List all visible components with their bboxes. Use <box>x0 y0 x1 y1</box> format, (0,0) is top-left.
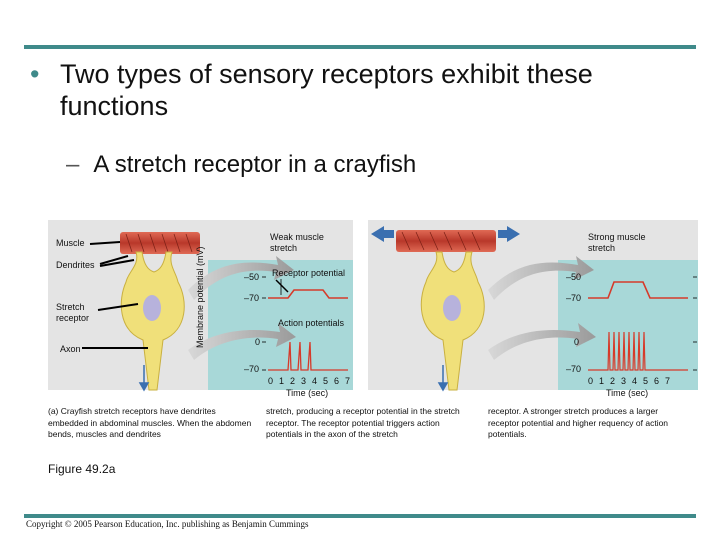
action-trace-weak <box>268 341 348 371</box>
tick-left-m70: –70 <box>244 293 260 303</box>
stretch-receptor-figure: Muscle Dendrites Stretch receptor Axon W… <box>48 220 698 460</box>
curved-arrow-action-left <box>188 323 296 360</box>
time-tick: 4 <box>632 376 638 386</box>
label-dendrites: Dendrites <box>56 260 95 270</box>
action-trace-strong <box>588 331 688 371</box>
caption-col2: stretch, producing a receptor potential … <box>266 406 460 439</box>
label-stretch-receptor: Stretch receptor <box>56 302 90 323</box>
tick-right-m70: –70 <box>566 293 582 303</box>
stretch-arrow-right-icon <box>498 226 520 242</box>
label-strong-stretch: Strong muscle stretch <box>588 232 646 253</box>
time-tick: 4 <box>312 376 318 386</box>
time-tick: 5 <box>643 376 649 386</box>
time-tick: 0 <box>268 376 274 386</box>
time-tick: 0 <box>588 376 594 386</box>
time-tick: 5 <box>323 376 329 386</box>
tick-right-m70b: –70 <box>566 364 582 374</box>
neuron-right <box>420 251 485 391</box>
time-tick: 7 <box>665 376 671 386</box>
muscle-right <box>396 230 496 252</box>
figure-svg <box>48 220 698 392</box>
neuron-left <box>120 251 185 391</box>
top-rule <box>24 45 696 49</box>
nucleus-left <box>143 295 161 321</box>
stretch-arrow-left-icon <box>371 226 394 242</box>
label-action-potentials: Action potentials <box>278 318 345 328</box>
curved-arrow-receptor-left <box>188 256 294 300</box>
time-tick: 2 <box>610 376 616 386</box>
caption-col1: (a) Crayfish stretch receptors have dend… <box>48 406 252 439</box>
tick-right-m50: –50 <box>566 272 582 282</box>
nucleus-right <box>443 295 461 321</box>
bottom-rule <box>24 514 696 518</box>
sub-dash: – <box>66 151 80 178</box>
time-tick: 1 <box>279 376 285 386</box>
tick-left-0: 0 <box>255 337 261 347</box>
time-tick: 3 <box>621 376 627 386</box>
time-tick: 1 <box>599 376 605 386</box>
title-text: Two types of sensory receptors exhibit t… <box>60 59 593 121</box>
receptor-trace-weak <box>268 289 348 299</box>
tick-left-m70b: –70 <box>244 364 260 374</box>
muscle-left <box>120 232 200 254</box>
figure-label: Figure 49.2a <box>48 462 116 476</box>
curved-arrow-receptor-right <box>488 256 594 300</box>
bullet: • <box>30 59 40 89</box>
time-tick: 7 <box>345 376 351 386</box>
time-tick: 3 <box>301 376 307 386</box>
caption-col3: receptor. A stronger stretch produces a … <box>488 406 669 439</box>
label-axon: Axon <box>60 344 81 354</box>
label-y-axis: Membrane potential (mV) <box>195 246 205 348</box>
subtitle-text: A stretch receptor in a crayfish <box>93 151 417 178</box>
label-muscle: Muscle <box>56 238 85 248</box>
time-tick: 6 <box>654 376 660 386</box>
tick-left-m50: –50 <box>244 272 260 282</box>
curved-arrow-action-right <box>488 323 596 360</box>
slide-subtitle: –A stretch receptor in a crayfish <box>66 150 416 180</box>
label-weak-stretch: Weak muscle stretch <box>270 232 324 253</box>
time-label-right: Time (sec) <box>606 388 649 398</box>
copyright: Copyright © 2005 Pearson Education, Inc.… <box>26 519 309 529</box>
time-tick: 2 <box>290 376 296 386</box>
tick-right-0: 0 <box>574 337 580 347</box>
time-tick: 6 <box>334 376 340 386</box>
time-label-left: Time (sec) <box>286 388 329 398</box>
receptor-trace-strong <box>588 281 688 299</box>
label-receptor-potential: Receptor potential <box>272 268 346 278</box>
